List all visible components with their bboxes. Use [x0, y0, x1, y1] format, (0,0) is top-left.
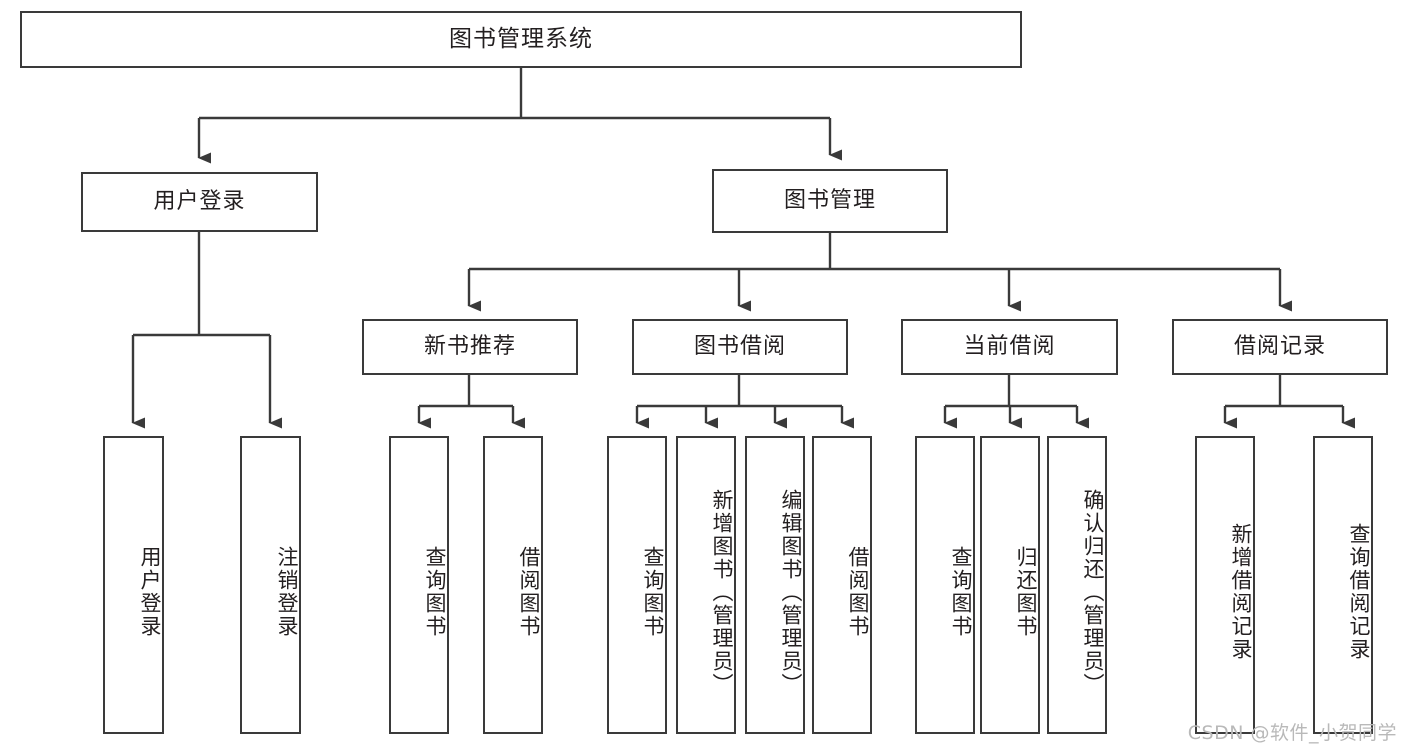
node-leaf-edit-book[interactable]: 编辑图书（管理员） [745, 436, 805, 734]
node-leaf-return-book[interactable]: 归还图书 [980, 436, 1040, 734]
node-book-manage-label: 图书管理 [783, 187, 876, 213]
node-leaf-borrow-book-1[interactable]: 借阅图书 [483, 436, 543, 734]
node-leaf-query-record-label: 查询借阅记录 [1347, 523, 1371, 661]
node-user-login-label: 用户登录 [153, 188, 246, 214]
node-leaf-borrow-book-1-label: 借阅图书 [517, 546, 541, 638]
node-leaf-query-book-1[interactable]: 查询图书 [389, 436, 449, 734]
node-leaf-confirm-return[interactable]: 确认归还（管理员） [1047, 436, 1107, 734]
node-leaf-edit-book-label: 编辑图书（管理员） [779, 488, 803, 696]
node-current-borrow[interactable]: 当前借阅 [901, 319, 1118, 375]
node-leaf-query-book-2-label: 查询图书 [641, 546, 665, 638]
node-leaf-add-book-label: 新增图书（管理员） [710, 488, 734, 696]
node-borrow-record[interactable]: 借阅记录 [1172, 319, 1388, 375]
node-leaf-add-record[interactable]: 新增借阅记录 [1195, 436, 1255, 734]
node-leaf-query-book-3-label: 查询图书 [949, 546, 973, 638]
node-leaf-query-book-3[interactable]: 查询图书 [915, 436, 975, 734]
node-leaf-return-book-label: 归还图书 [1014, 546, 1038, 638]
watermark: CSDN @软件_小贺同学 [1187, 722, 1397, 744]
node-leaf-borrow-book-2-label: 借阅图书 [846, 546, 870, 638]
node-leaf-user-logout[interactable]: 注销登录 [240, 436, 301, 734]
node-leaf-borrow-book-2[interactable]: 借阅图书 [812, 436, 872, 734]
node-book-borrow-label: 图书借阅 [693, 333, 786, 359]
node-leaf-user-login[interactable]: 用户登录 [103, 436, 164, 734]
node-leaf-user-login-label: 用户登录 [138, 546, 162, 638]
node-leaf-add-record-label: 新增借阅记录 [1229, 523, 1253, 661]
node-new-book-recommend-label: 新书推荐 [423, 333, 516, 359]
node-leaf-confirm-return-label: 确认归还（管理员） [1081, 488, 1105, 696]
node-root[interactable]: 图书管理系统 [20, 11, 1022, 68]
node-leaf-user-logout-label: 注销登录 [275, 546, 299, 638]
node-book-borrow[interactable]: 图书借阅 [632, 319, 848, 375]
node-leaf-add-book[interactable]: 新增图书（管理员） [676, 436, 736, 734]
node-leaf-query-book-1-label: 查询图书 [423, 546, 447, 638]
node-leaf-query-record[interactable]: 查询借阅记录 [1313, 436, 1373, 734]
node-new-book-recommend[interactable]: 新书推荐 [362, 319, 578, 375]
node-current-borrow-label: 当前借阅 [963, 333, 1056, 359]
node-book-manage[interactable]: 图书管理 [712, 169, 948, 233]
node-root-label: 图书管理系统 [449, 25, 593, 52]
node-borrow-record-label: 借阅记录 [1233, 333, 1326, 359]
node-leaf-query-book-2[interactable]: 查询图书 [607, 436, 667, 734]
node-user-login[interactable]: 用户登录 [81, 172, 318, 232]
